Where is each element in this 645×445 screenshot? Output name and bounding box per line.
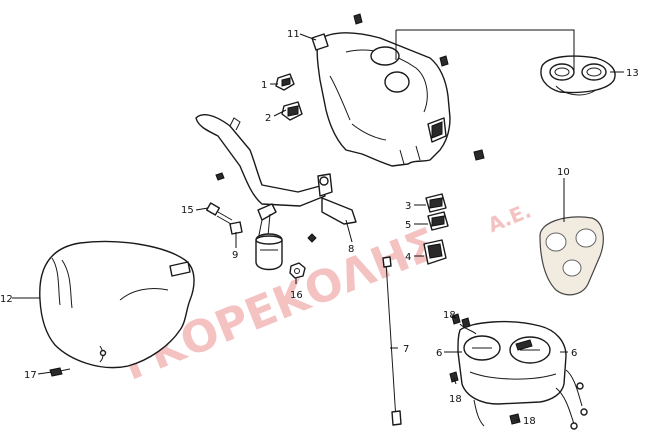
callout-18a: 18 bbox=[443, 310, 456, 321]
switch-1 bbox=[275, 73, 295, 91]
callout-2: 2 bbox=[265, 113, 271, 124]
callout-5: 5 bbox=[405, 220, 411, 231]
switch-2 bbox=[281, 101, 303, 121]
nut bbox=[289, 262, 306, 279]
small-screws bbox=[49, 172, 317, 377]
callout-11: 11 bbox=[287, 29, 300, 40]
callout-1: 1 bbox=[261, 80, 267, 91]
meter-gasket bbox=[539, 216, 604, 296]
callout-16: 16 bbox=[290, 290, 303, 301]
throttle-housing bbox=[229, 221, 283, 271]
callout-4: 4 bbox=[405, 252, 411, 263]
bolt-15 bbox=[205, 202, 233, 225]
callout-6b: 6 bbox=[571, 348, 577, 359]
bulb-sockets bbox=[449, 313, 521, 425]
callout-15: 15 bbox=[181, 205, 194, 216]
switch-5 bbox=[427, 211, 449, 231]
screws-cover bbox=[353, 13, 485, 161]
callout-18b: 18 bbox=[449, 394, 462, 405]
meter-bezel bbox=[540, 55, 616, 96]
watermark-suffix: Α.Ε. bbox=[484, 198, 534, 237]
meter-assembly bbox=[457, 320, 588, 430]
leader-lines bbox=[12, 29, 624, 421]
handlebar-front-cover bbox=[39, 240, 195, 369]
switch-3 bbox=[425, 193, 447, 213]
callouts: 1 2 3 4 5 6 6 7 8 9 10 11 12 13 15 16 17… bbox=[0, 29, 639, 427]
callout-17: 17 bbox=[24, 370, 37, 381]
speedometer-cable bbox=[382, 256, 402, 426]
callout-8: 8 bbox=[348, 244, 354, 255]
callout-9: 9 bbox=[232, 250, 238, 261]
callout-3: 3 bbox=[405, 201, 411, 212]
callout-6a: 6 bbox=[436, 348, 442, 359]
handlebar bbox=[195, 114, 357, 241]
callout-10: 10 bbox=[557, 167, 570, 178]
callout-7: 7 bbox=[403, 344, 409, 355]
handlebar-rear-cover bbox=[311, 32, 451, 167]
callout-13: 13 bbox=[626, 68, 639, 79]
switch-4 bbox=[423, 239, 447, 265]
callout-18c: 18 bbox=[523, 416, 536, 427]
callout-12: 12 bbox=[0, 294, 13, 305]
